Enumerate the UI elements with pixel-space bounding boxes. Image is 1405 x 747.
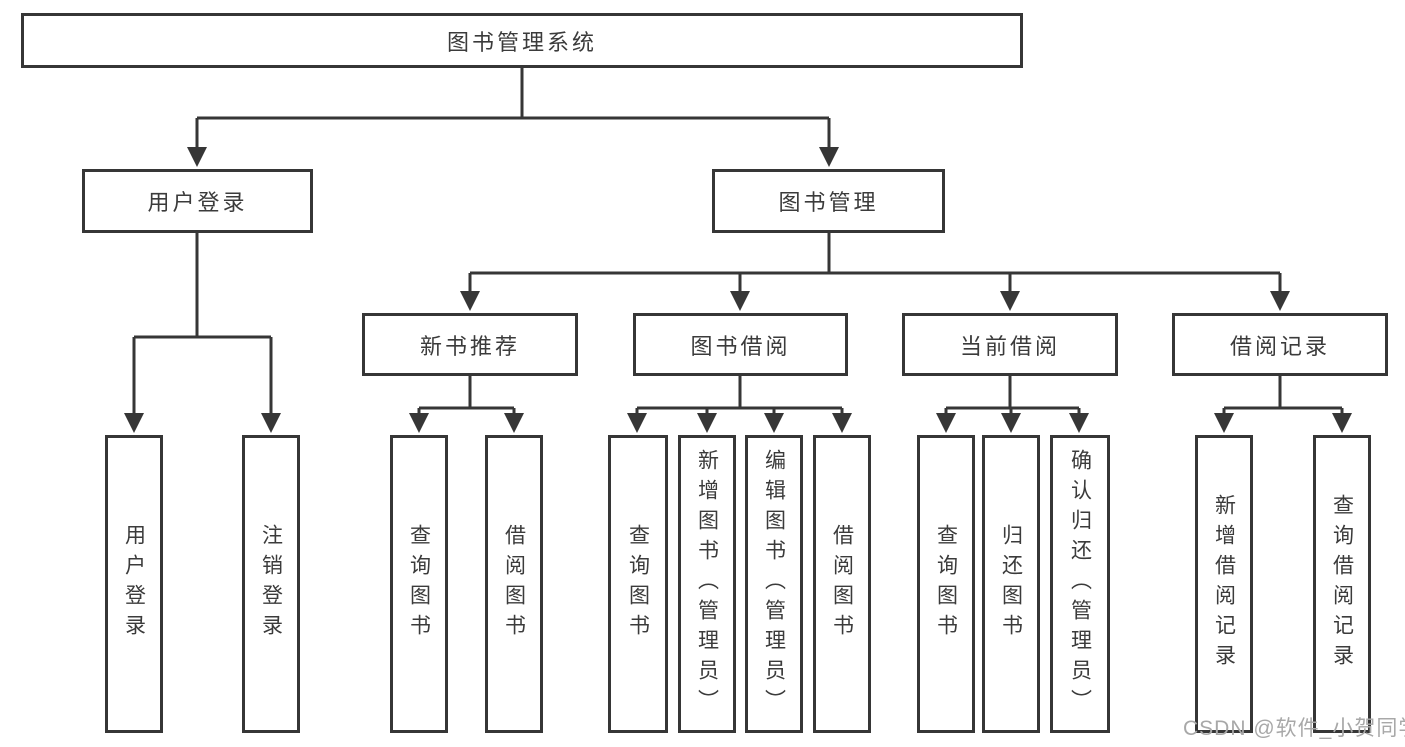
node-leaf-br-add-record-label: 新增借阅记录 (1212, 494, 1236, 674)
node-root-label: 图书管理系统 (446, 29, 597, 55)
connector-root-to-level2 (187, 68, 839, 167)
node-leaf-user-login: 用户登录 (105, 435, 163, 733)
csdn-watermark: CSDN @软件_小贺同学 (1183, 717, 1405, 740)
node-current-borrow-label: 当前借阅 (959, 333, 1060, 359)
node-user-login: 用户登录 (82, 169, 313, 233)
node-user-login-label: 用户登录 (147, 190, 248, 215)
node-leaf-logout-label: 注销登录 (259, 524, 283, 644)
node-leaf-bb-edit-books-admin: 编辑图书（管理员） (745, 435, 803, 733)
connector-borrow-records-to-children (1214, 376, 1352, 433)
node-leaf-bb-edit-books-admin-label: 编辑图书（管理员） (762, 449, 786, 719)
connector-new-book-recommend-to-children (409, 376, 524, 433)
node-borrow-records-label: 借阅记录 (1229, 333, 1330, 359)
connector-book-management-to-level3 (460, 233, 1290, 311)
node-leaf-br-query-record-label: 查询借阅记录 (1330, 494, 1354, 674)
node-book-management-label: 图书管理 (778, 190, 879, 215)
node-current-borrow: 当前借阅 (902, 313, 1118, 376)
node-new-book-recommend-label: 新书推荐 (419, 333, 520, 359)
node-leaf-bb-borrow-books-label: 借阅图书 (830, 524, 854, 644)
node-leaf-cb-query-books-label: 查询图书 (934, 524, 958, 644)
node-leaf-br-add-record: 新增借阅记录 (1195, 435, 1253, 733)
node-leaf-bb-add-books-admin: 新增图书（管理员） (678, 435, 736, 733)
connector-book-borrow-to-children (627, 376, 852, 433)
node-leaf-nb-query-books: 查询图书 (390, 435, 448, 733)
node-leaf-nb-borrow-books-label: 借阅图书 (502, 524, 526, 644)
node-borrow-records: 借阅记录 (1172, 313, 1388, 376)
node-leaf-cb-confirm-return-admin-label: 确认归还（管理员） (1068, 449, 1092, 719)
node-leaf-logout: 注销登录 (242, 435, 300, 733)
node-book-borrow-label: 图书借阅 (690, 333, 791, 359)
node-book-management: 图书管理 (712, 169, 945, 233)
connector-current-borrow-to-children (936, 376, 1089, 433)
node-leaf-cb-return-books-label: 归还图书 (999, 524, 1023, 644)
node-leaf-user-login-label: 用户登录 (122, 524, 146, 644)
node-leaf-cb-query-books: 查询图书 (917, 435, 975, 733)
node-leaf-br-query-record: 查询借阅记录 (1313, 435, 1371, 733)
node-leaf-bb-borrow-books: 借阅图书 (813, 435, 871, 733)
node-leaf-cb-confirm-return-admin: 确认归还（管理员） (1050, 435, 1110, 733)
node-book-borrow: 图书借阅 (633, 313, 848, 376)
node-new-book-recommend: 新书推荐 (362, 313, 578, 376)
connector-user-login-to-children (124, 233, 281, 433)
node-leaf-bb-query-books-label: 查询图书 (626, 524, 650, 644)
node-leaf-bb-add-books-admin-label: 新增图书（管理员） (695, 449, 719, 719)
node-leaf-cb-return-books: 归还图书 (982, 435, 1040, 733)
node-leaf-nb-borrow-books: 借阅图书 (485, 435, 543, 733)
node-root: 图书管理系统 (21, 13, 1023, 68)
node-leaf-nb-query-books-label: 查询图书 (407, 524, 431, 644)
node-leaf-bb-query-books: 查询图书 (608, 435, 668, 733)
